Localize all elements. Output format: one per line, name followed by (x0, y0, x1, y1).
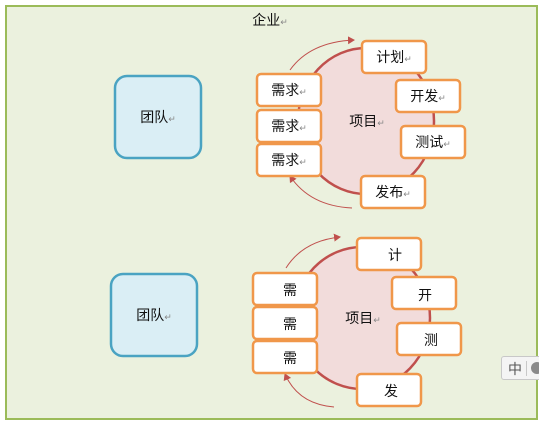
group-1: 团队↵ 项目↵ 需求↵ 需求↵ 需求↵ 计划↵ 开发↵ 测试↵ (113, 36, 467, 210)
stage-box-test (395, 321, 463, 357)
requirement-label: 需 (283, 351, 297, 367)
stage-label-release: 发布↵ (375, 185, 411, 201)
ime-divider (526, 361, 527, 376)
stage-label-test: 测 (424, 333, 438, 349)
stage-box-test (399, 124, 467, 160)
requirement-box (251, 339, 319, 375)
requirement-box (251, 271, 319, 307)
stage-label-plan: 计划↵ (376, 50, 412, 66)
stage-label-plan: 计 (388, 248, 402, 264)
stage-box-release (355, 372, 423, 408)
enterprise-label: 企业↵ (252, 12, 288, 29)
team-node (109, 272, 199, 358)
stage-label-develop: 开 (418, 288, 432, 304)
group-2: 团队↵ 项目↵ 需 需 需 计 开 测 (109, 233, 463, 408)
team-label: 团队↵ (140, 110, 176, 126)
cycle-arrow-bottom (283, 373, 335, 408)
stage-box-develop (394, 78, 462, 114)
moon-icon[interactable] (531, 362, 539, 374)
stage-box-develop (390, 275, 458, 311)
project-label: 项目↵ (349, 114, 385, 130)
requirement-box (255, 142, 323, 178)
ime-toolbar[interactable]: 中 (501, 356, 539, 380)
cycle-arrow-top (289, 36, 355, 71)
cycle-arrow-bottom (289, 175, 353, 209)
requirement-label: 需求↵ (271, 83, 307, 99)
requirement-label: 需求↵ (271, 119, 307, 135)
stage-label-develop: 开发↵ (410, 89, 446, 105)
requirement-label: 需 (283, 317, 297, 333)
cycle-arrow-top (285, 233, 341, 269)
ime-language-char[interactable]: 中 (508, 362, 522, 378)
stage-box-release (359, 174, 427, 210)
requirement-label: 需求↵ (271, 153, 307, 169)
requirement-label: 需 (283, 283, 297, 299)
stage-box-plan (360, 39, 428, 75)
stage-label-release: 发 (384, 384, 398, 400)
requirement-box (251, 305, 319, 341)
requirement-box (255, 72, 323, 108)
requirement-box (255, 108, 323, 144)
team-label: 团队↵ (136, 308, 172, 324)
stage-box-plan (355, 236, 423, 272)
project-label: 项目↵ (345, 311, 381, 327)
team-node (113, 74, 203, 160)
stage-label-test: 测试↵ (415, 135, 451, 151)
